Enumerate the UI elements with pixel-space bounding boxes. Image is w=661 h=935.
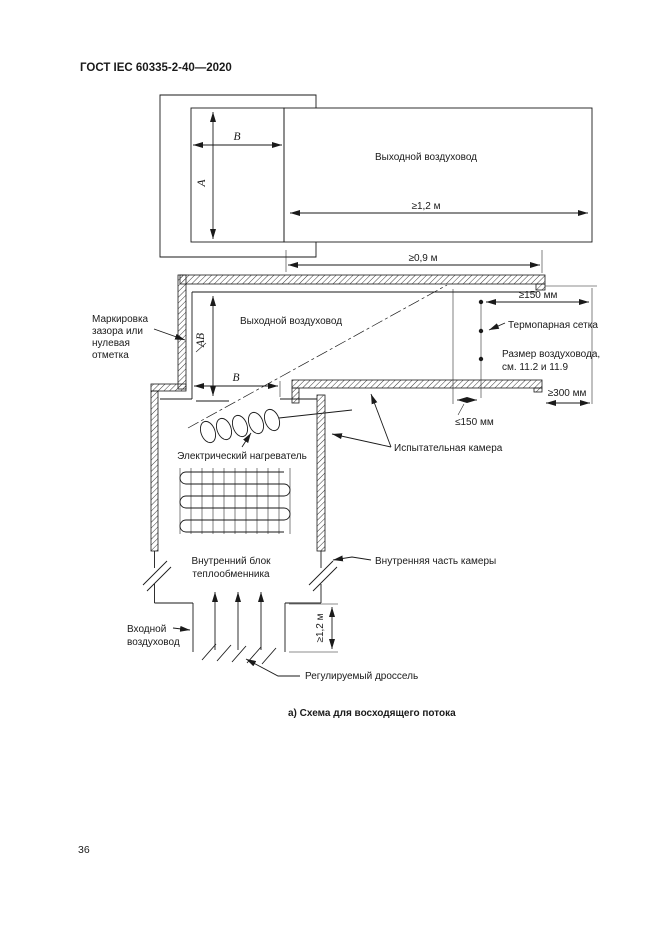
electric-heater: Электрический нагреватель [177, 408, 353, 462]
chamber-left-step [150, 383, 187, 392]
thermocouple-label: Термопарная сетка [508, 320, 598, 331]
marking-line-4: отметка [92, 350, 129, 361]
chamber-top-wall-flange [535, 283, 546, 291]
dim-0-9m-label: ≥0,9 м [408, 253, 437, 264]
dim-b-top-label: В [233, 131, 240, 143]
dim-1-2m-bottom-label: ≥1,2 м [315, 613, 326, 642]
duct-bottom-wall-cap [533, 387, 543, 393]
dim-1-2m-bottom: ≥1,2 м [289, 603, 338, 653]
dim-1-2m-top-label: ≥1,2 м [411, 201, 440, 212]
sight-chain-line [187, 284, 448, 429]
heater-label: Электрический нагреватель [177, 451, 307, 462]
page-header: ГОСТ IEC 60335-2-40—2020 [80, 62, 232, 74]
page-number: 36 [78, 844, 90, 856]
duct-size-line-2: см. 11.2 и 11.9 [502, 362, 568, 373]
dim-150min-label: ≥150 мм [519, 290, 558, 301]
gap-marking-label: Маркировка зазора или нулевая отметка [92, 314, 186, 361]
test-chamber-label: Испытательная камера [331, 393, 503, 454]
duct-bottom-wall [291, 379, 543, 389]
duct-bottom-wall-flange [291, 387, 300, 404]
lower-casing [142, 551, 338, 652]
outlet-duct-label-mid: Выходной воздуховод [240, 316, 342, 327]
outlet-duct-rect [283, 107, 593, 243]
chamber-inner-label: Внутренняя часть камеры [332, 555, 496, 567]
outlet-duct-label-top: Выходной воздуховод [375, 152, 477, 163]
duct-size-line-1: Размер воздуховода, [502, 349, 600, 360]
adjustable-damper: Регулируемый дроссель [201, 643, 418, 682]
chamber-left-wall-lower [150, 390, 159, 552]
thermocouple-grid: ≥150 мм Термопарная сетка Размер воздухо… [452, 288, 600, 428]
top-diagram: Выходной воздуховод В А ≥1,2 м [159, 94, 593, 258]
dim-ab-label: АВ [195, 333, 207, 348]
dim-ab: АВ [195, 296, 229, 402]
test-chamber-text: Испытательная камера [394, 443, 503, 454]
indoor-unit-line-1: Внутренний блок [191, 555, 271, 567]
dim-b-mid: В [194, 372, 278, 389]
duct-section-rect [190, 107, 285, 243]
inlet-line-2: воздуховод [127, 637, 180, 648]
damper-label: Регулируемый дроссель [305, 671, 418, 682]
heat-exchanger [179, 468, 291, 534]
dim-b-mid-label: В [232, 372, 239, 384]
inlet-duct-label: Входной воздуховод [127, 624, 191, 648]
marking-line-1: Маркировка [92, 314, 149, 325]
outer-frame [159, 94, 317, 258]
dim-300-label: ≥300 мм [548, 388, 587, 399]
dim-150max-label: ≤150 мм [455, 417, 494, 428]
chamber-right-wall-lower [316, 394, 326, 552]
marking-line-3: нулевая [92, 338, 130, 349]
dim-a-label: А [196, 179, 208, 188]
indoor-unit-line-2: теплообменника [192, 568, 270, 580]
chamber-top-wall [179, 274, 546, 285]
airflow-arrows [212, 592, 264, 650]
inlet-line-1: Входной [127, 624, 166, 635]
chamber-inner-text: Внутренняя часть камеры [375, 556, 496, 567]
chamber-walls [150, 274, 597, 552]
dim-0-9m: ≥0,9 м [285, 250, 543, 273]
figure-caption: а) Схема для восходящего потока [288, 708, 456, 719]
marking-line-2: зазора или [92, 326, 143, 337]
chamber-left-wall-upper [177, 274, 187, 390]
